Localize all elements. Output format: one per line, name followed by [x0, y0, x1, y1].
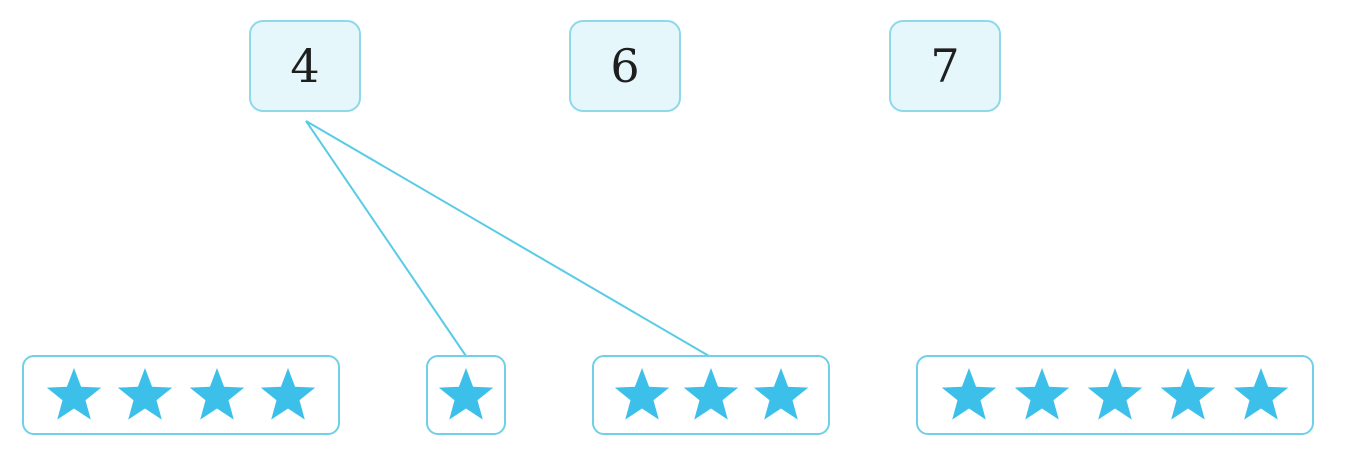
star-icon: [1160, 368, 1216, 420]
number-label: 6: [610, 39, 640, 93]
number-box-6[interactable]: 6: [569, 20, 681, 112]
number-box-4[interactable]: 4: [249, 20, 361, 112]
number-label: 4: [290, 39, 320, 93]
connection-line-4-to-group-2: [305, 120, 710, 357]
star-group-three[interactable]: [592, 355, 830, 435]
star-group-one[interactable]: [426, 355, 506, 435]
star-icon: [614, 368, 669, 420]
star-icon: [941, 368, 997, 420]
star-icon: [438, 368, 494, 420]
star-icon: [117, 368, 173, 420]
star-group-four[interactable]: [22, 355, 340, 435]
star-icon: [1014, 368, 1070, 420]
star-icon: [189, 368, 244, 420]
connection-line-4-to-group-1: [305, 120, 467, 357]
number-label: 7: [930, 39, 960, 93]
star-icon: [753, 368, 808, 420]
star-icon: [1087, 368, 1143, 420]
star-icon: [261, 368, 316, 420]
star-icon: [683, 368, 739, 420]
star-icon: [46, 368, 101, 420]
star-icon: [1233, 368, 1289, 420]
star-group-five[interactable]: [916, 355, 1314, 435]
number-box-7[interactable]: 7: [889, 20, 1001, 112]
